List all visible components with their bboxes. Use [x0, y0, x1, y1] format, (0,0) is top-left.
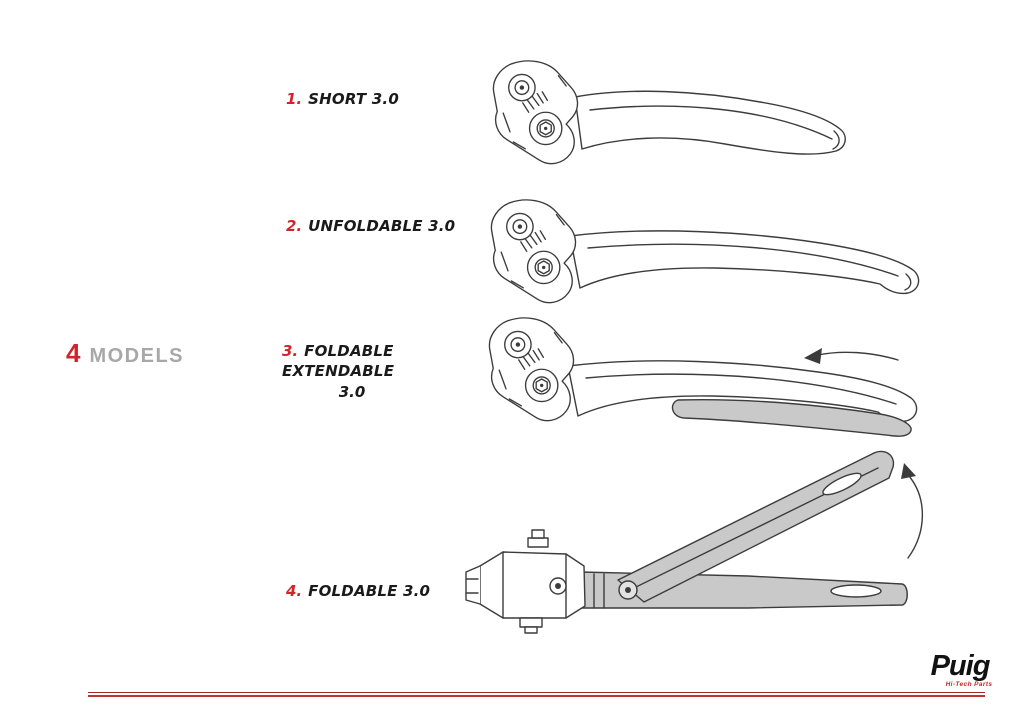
model-label-short: 1. SHORT 3.0: [286, 89, 399, 109]
heading-label: MODELS: [89, 345, 185, 367]
lever-foldable-illustration: [458, 438, 930, 638]
model-name: SHORT 3.0: [308, 90, 399, 108]
footer-rule-top: [88, 692, 985, 693]
model-number: 1.: [286, 90, 303, 108]
model-number: 3.: [282, 342, 299, 360]
model-label-foldable-extendable: 3.FOLDABLE EXTENDABLE 3.0: [282, 341, 482, 402]
brand-logo: Puig Hi-Tech Parts: [918, 652, 1002, 689]
lever-short-illustration: [470, 55, 870, 180]
slide-direction-arrow-icon: [804, 348, 899, 364]
model-name: UNFOLDABLE 3.0: [308, 217, 456, 235]
model-name: FOLDABLE 3.0: [308, 582, 431, 600]
model-name-line2: 3.0: [338, 382, 366, 401]
brand-name: Puig: [930, 650, 991, 682]
lever-unfoldable-illustration: [470, 196, 930, 321]
lever-foldable-extendable-illustration: [468, 308, 930, 443]
model-number: 4.: [286, 582, 303, 600]
page-heading: 4 MODELS: [66, 340, 184, 366]
fold-direction-arrow-icon: [901, 463, 924, 559]
heading-number: 4: [66, 338, 81, 368]
footer-rule-bottom: [88, 695, 985, 697]
brand-tagline: Hi-Tech Parts: [945, 681, 993, 688]
model-label-unfoldable: 2. UNFOLDABLE 3.0: [286, 216, 455, 236]
model-number: 2.: [286, 217, 303, 235]
model-name: FOLDABLE EXTENDABLE: [282, 342, 395, 381]
model-label-foldable: 4. FOLDABLE 3.0: [286, 581, 430, 601]
